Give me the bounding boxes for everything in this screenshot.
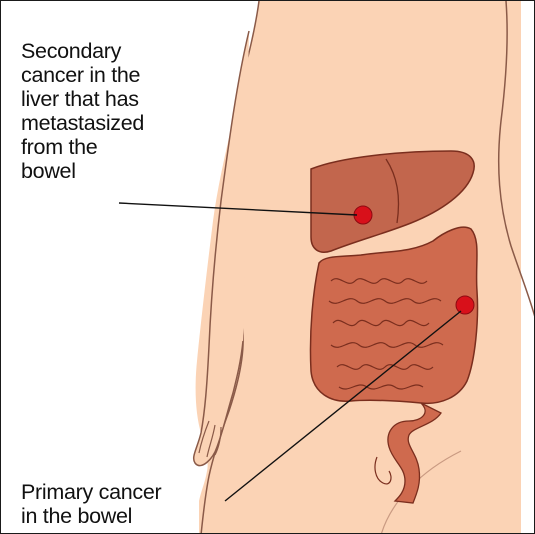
label-secondary-cancer: Secondary cancer in the liver that has m… [21, 39, 231, 183]
bowel-tumor-dot [456, 296, 474, 314]
label-primary-cancer: Primary cancer in the bowel [21, 480, 261, 528]
